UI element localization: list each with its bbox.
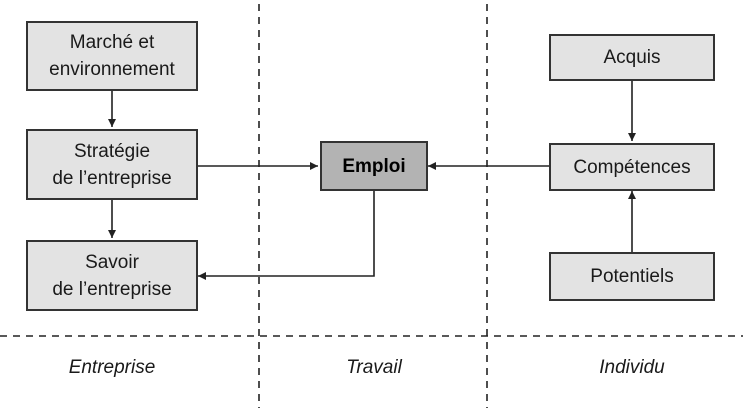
box-savoir: Savoir de l’entreprise	[26, 240, 198, 311]
box-savoir-label: Savoir de l’entreprise	[52, 251, 172, 300]
box-strategie: Stratégie de l’entreprise	[26, 129, 198, 200]
box-acquis: Acquis	[549, 34, 715, 81]
box-strategie-label: Stratégie de l’entreprise	[52, 140, 172, 189]
column-label-entreprise: Entreprise	[68, 357, 156, 378]
box-competences-label: Compétences	[573, 156, 691, 178]
box-competences: Compétences	[549, 143, 715, 191]
column-label-travail: Travail	[346, 357, 402, 378]
box-marche: Marché et environnement	[26, 21, 198, 91]
column-label-individu: Individu	[599, 357, 665, 378]
box-emploi-label: Emploi	[342, 155, 406, 177]
box-potentiels: Potentiels	[549, 252, 715, 301]
box-marche-label: Marché et environnement	[49, 32, 175, 80]
box-emploi: Emploi	[320, 141, 428, 191]
box-acquis-label: Acquis	[603, 47, 661, 68]
arrow-emploi-to-savoir	[198, 191, 375, 280]
box-potentiels-label: Potentiels	[590, 266, 674, 287]
